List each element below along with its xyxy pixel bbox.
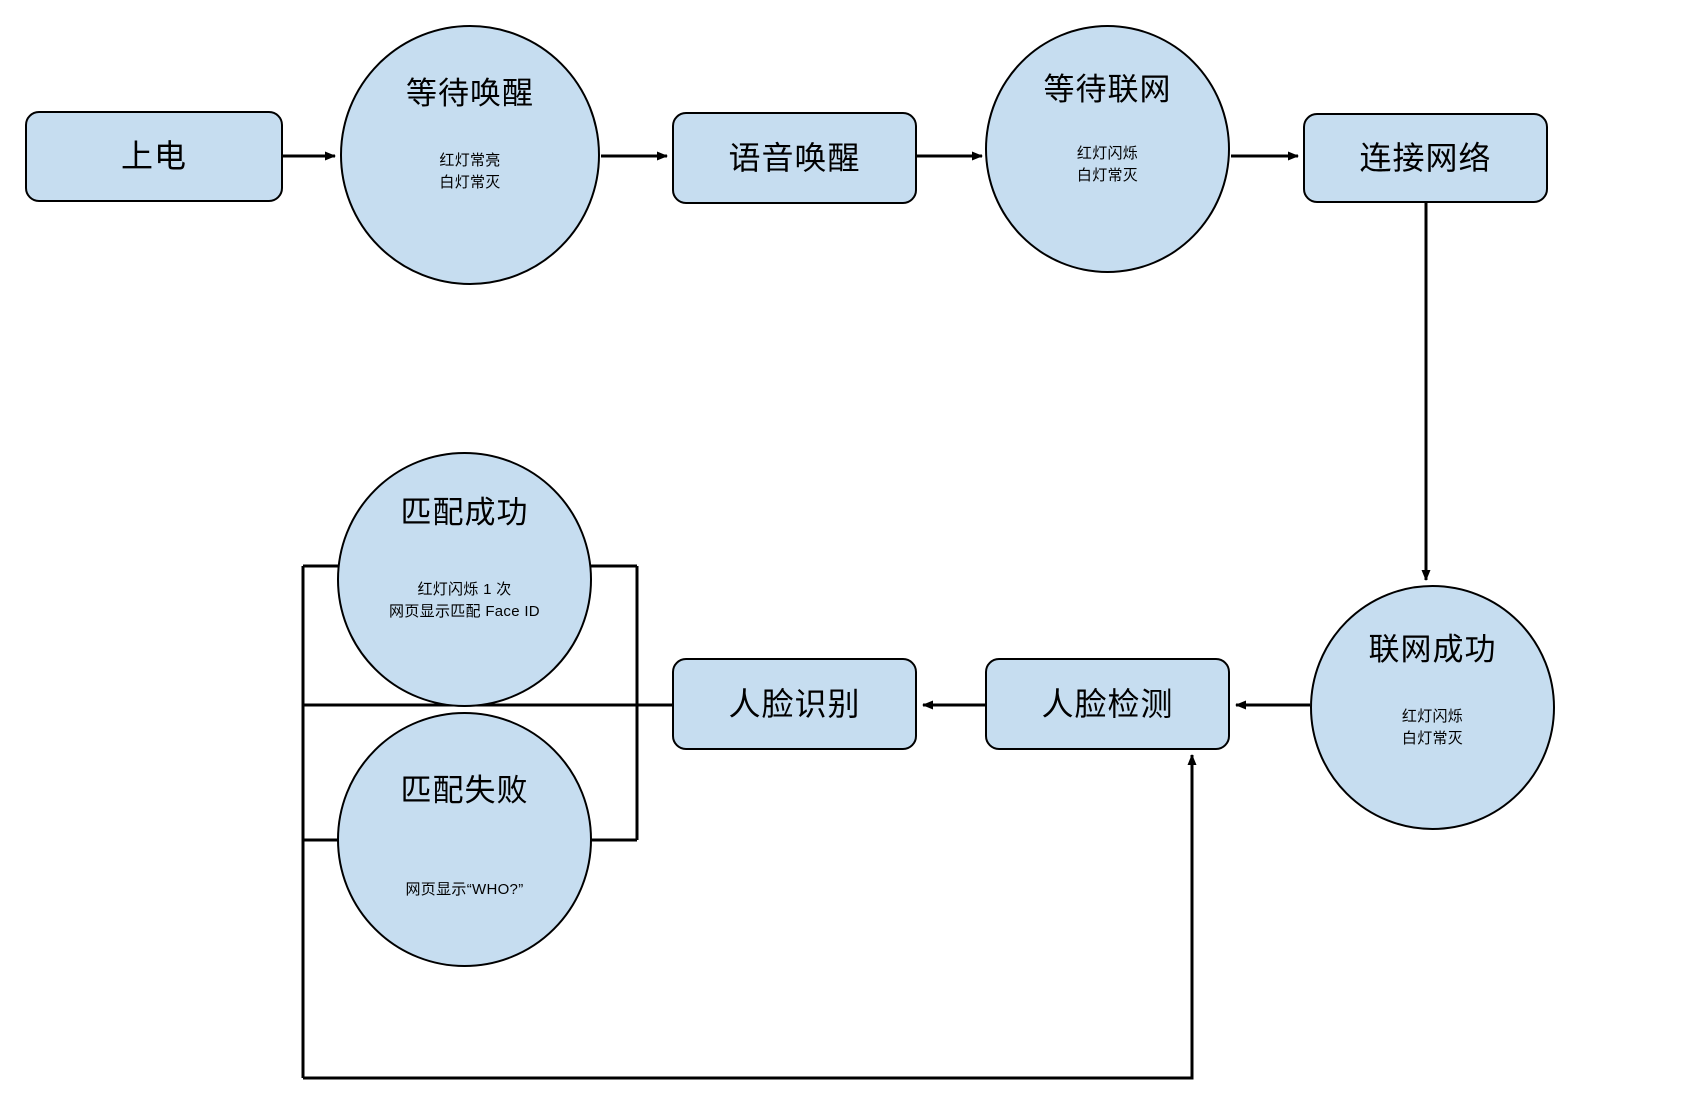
node-face-recognition-title: 人脸识别 (728, 685, 861, 722)
node-face-recognition[interactable]: 人脸识别 (672, 658, 917, 750)
node-net-ok-title: 联网成功 (1368, 632, 1497, 667)
node-match-failure-title: 匹配失败 (400, 773, 529, 808)
edge-match-fail-feedback-to-face-det (303, 754, 1197, 1080)
node-match-success-sub: 红灯闪烁 1 次 网页显示匹配 Face ID (389, 581, 540, 620)
node-conn-net[interactable]: 连接网络 (1303, 113, 1548, 203)
node-voice-wake-title: 语音唤醒 (728, 139, 861, 176)
node-net-ok[interactable]: 联网成功 红灯闪烁 白灯常灭 (1310, 585, 1555, 830)
node-wait-wake-title: 等待唤醒 (406, 76, 534, 111)
node-wait-net[interactable]: 等待联网 红灯闪烁 白灯常灭 (985, 25, 1230, 273)
node-match-success[interactable]: 匹配成功 红灯闪烁 1 次 网页显示匹配 Face ID (337, 452, 592, 707)
node-face-detection[interactable]: 人脸检测 (985, 658, 1230, 750)
node-wait-net-sub: 红灯闪烁 白灯常灭 (1076, 145, 1139, 184)
node-power[interactable]: 上电 (25, 111, 283, 202)
node-wait-wake-sub: 红灯常亮 白灯常灭 (439, 152, 501, 191)
node-conn-net-title: 连接网络 (1359, 139, 1492, 176)
node-power-title: 上电 (120, 138, 187, 175)
node-match-failure-sub: 网页显示“WHO?” (405, 881, 524, 899)
node-match-success-title: 匹配成功 (400, 495, 529, 530)
node-wait-net-title: 等待联网 (1043, 72, 1172, 107)
node-wait-wake[interactable]: 等待唤醒 红灯常亮 白灯常灭 (340, 25, 600, 285)
node-match-failure[interactable]: 匹配失败 网页显示“WHO?” (337, 712, 592, 967)
node-voice-wake[interactable]: 语音唤醒 (672, 112, 917, 204)
node-face-detection-title: 人脸检测 (1041, 685, 1174, 722)
node-net-ok-sub: 红灯闪烁 白灯常灭 (1401, 708, 1464, 747)
